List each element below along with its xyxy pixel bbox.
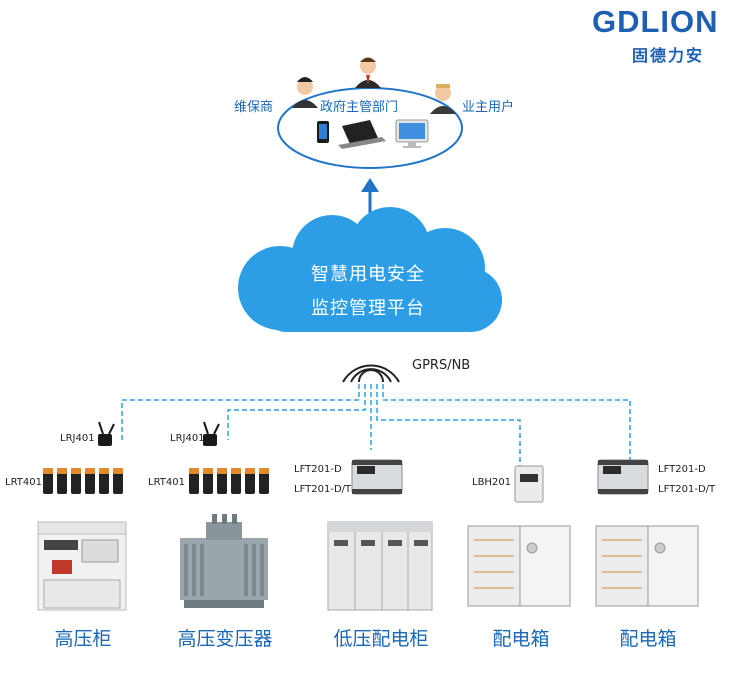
equipment-label-1: 高压柜 [54,628,112,650]
laptop-icon [338,120,386,149]
equipment-label-5: 配电箱 [619,628,677,650]
cloud-title-line2: 监控管理平台 [311,298,425,319]
lft201-module-icon-a [351,459,403,495]
logo-subtitle: 固德力安 [632,46,705,65]
lbh201-label: LBH201 [472,477,512,488]
maintainer-label: 维保商 [234,100,274,115]
owner-person-icon [430,84,456,114]
equipment-label-4: 配电箱 [492,628,550,650]
government-label: 政府主管部门 [320,100,399,115]
lrt401-sensor-group-a [43,468,123,494]
lft201-module-icon-b [597,459,649,495]
lft201-d-label-b: LFT201-D [658,464,706,475]
owner-label: 业主用户 [462,100,515,115]
government-person-icon [355,57,381,88]
lrt401-sensor-group-b [189,468,269,494]
cloud-title-line1: 智慧用电安全 [311,264,425,285]
phone-icon [317,121,329,143]
lft201-d-label-a: LFT201-D [294,464,342,475]
lrj401-label-b: LRJ401 [170,433,205,444]
distribution-box-image-b [595,525,699,607]
lbh201-module-icon [514,465,544,503]
lrj401-label-a: LRJ401 [60,433,95,444]
gdlion-logo: GDLION 固德力安 [592,4,742,65]
equipment-label-3: 低压配电柜 [333,628,429,650]
maintainer-person-icon [292,77,318,108]
lrt401-label-b: LRT401 [148,477,185,488]
high-voltage-cabinet-image [37,521,127,611]
lft201-dt-label-b: LFT201-D/T [658,484,716,495]
equipment-label-2: 高压变压器 [177,628,273,650]
wireless-signal-icon [342,364,400,383]
lrt401-label-a: LRT401 [5,477,42,488]
arrow-head-icon [361,178,379,192]
distribution-box-image-a [467,525,571,607]
low-voltage-switchgear-image [327,521,433,611]
network-label: GPRS/NB [412,358,471,373]
lrj401-device-icon-b [203,421,220,446]
network-dashed-lines [121,384,631,470]
monitor-icon [395,119,429,148]
lrj401-device-icon-a [98,421,115,446]
lft201-dt-label-a: LFT201-D/T [294,484,352,495]
high-voltage-transformer-image [180,514,268,608]
logo-name: GDLION [592,4,719,39]
cloud-icon [238,207,502,332]
